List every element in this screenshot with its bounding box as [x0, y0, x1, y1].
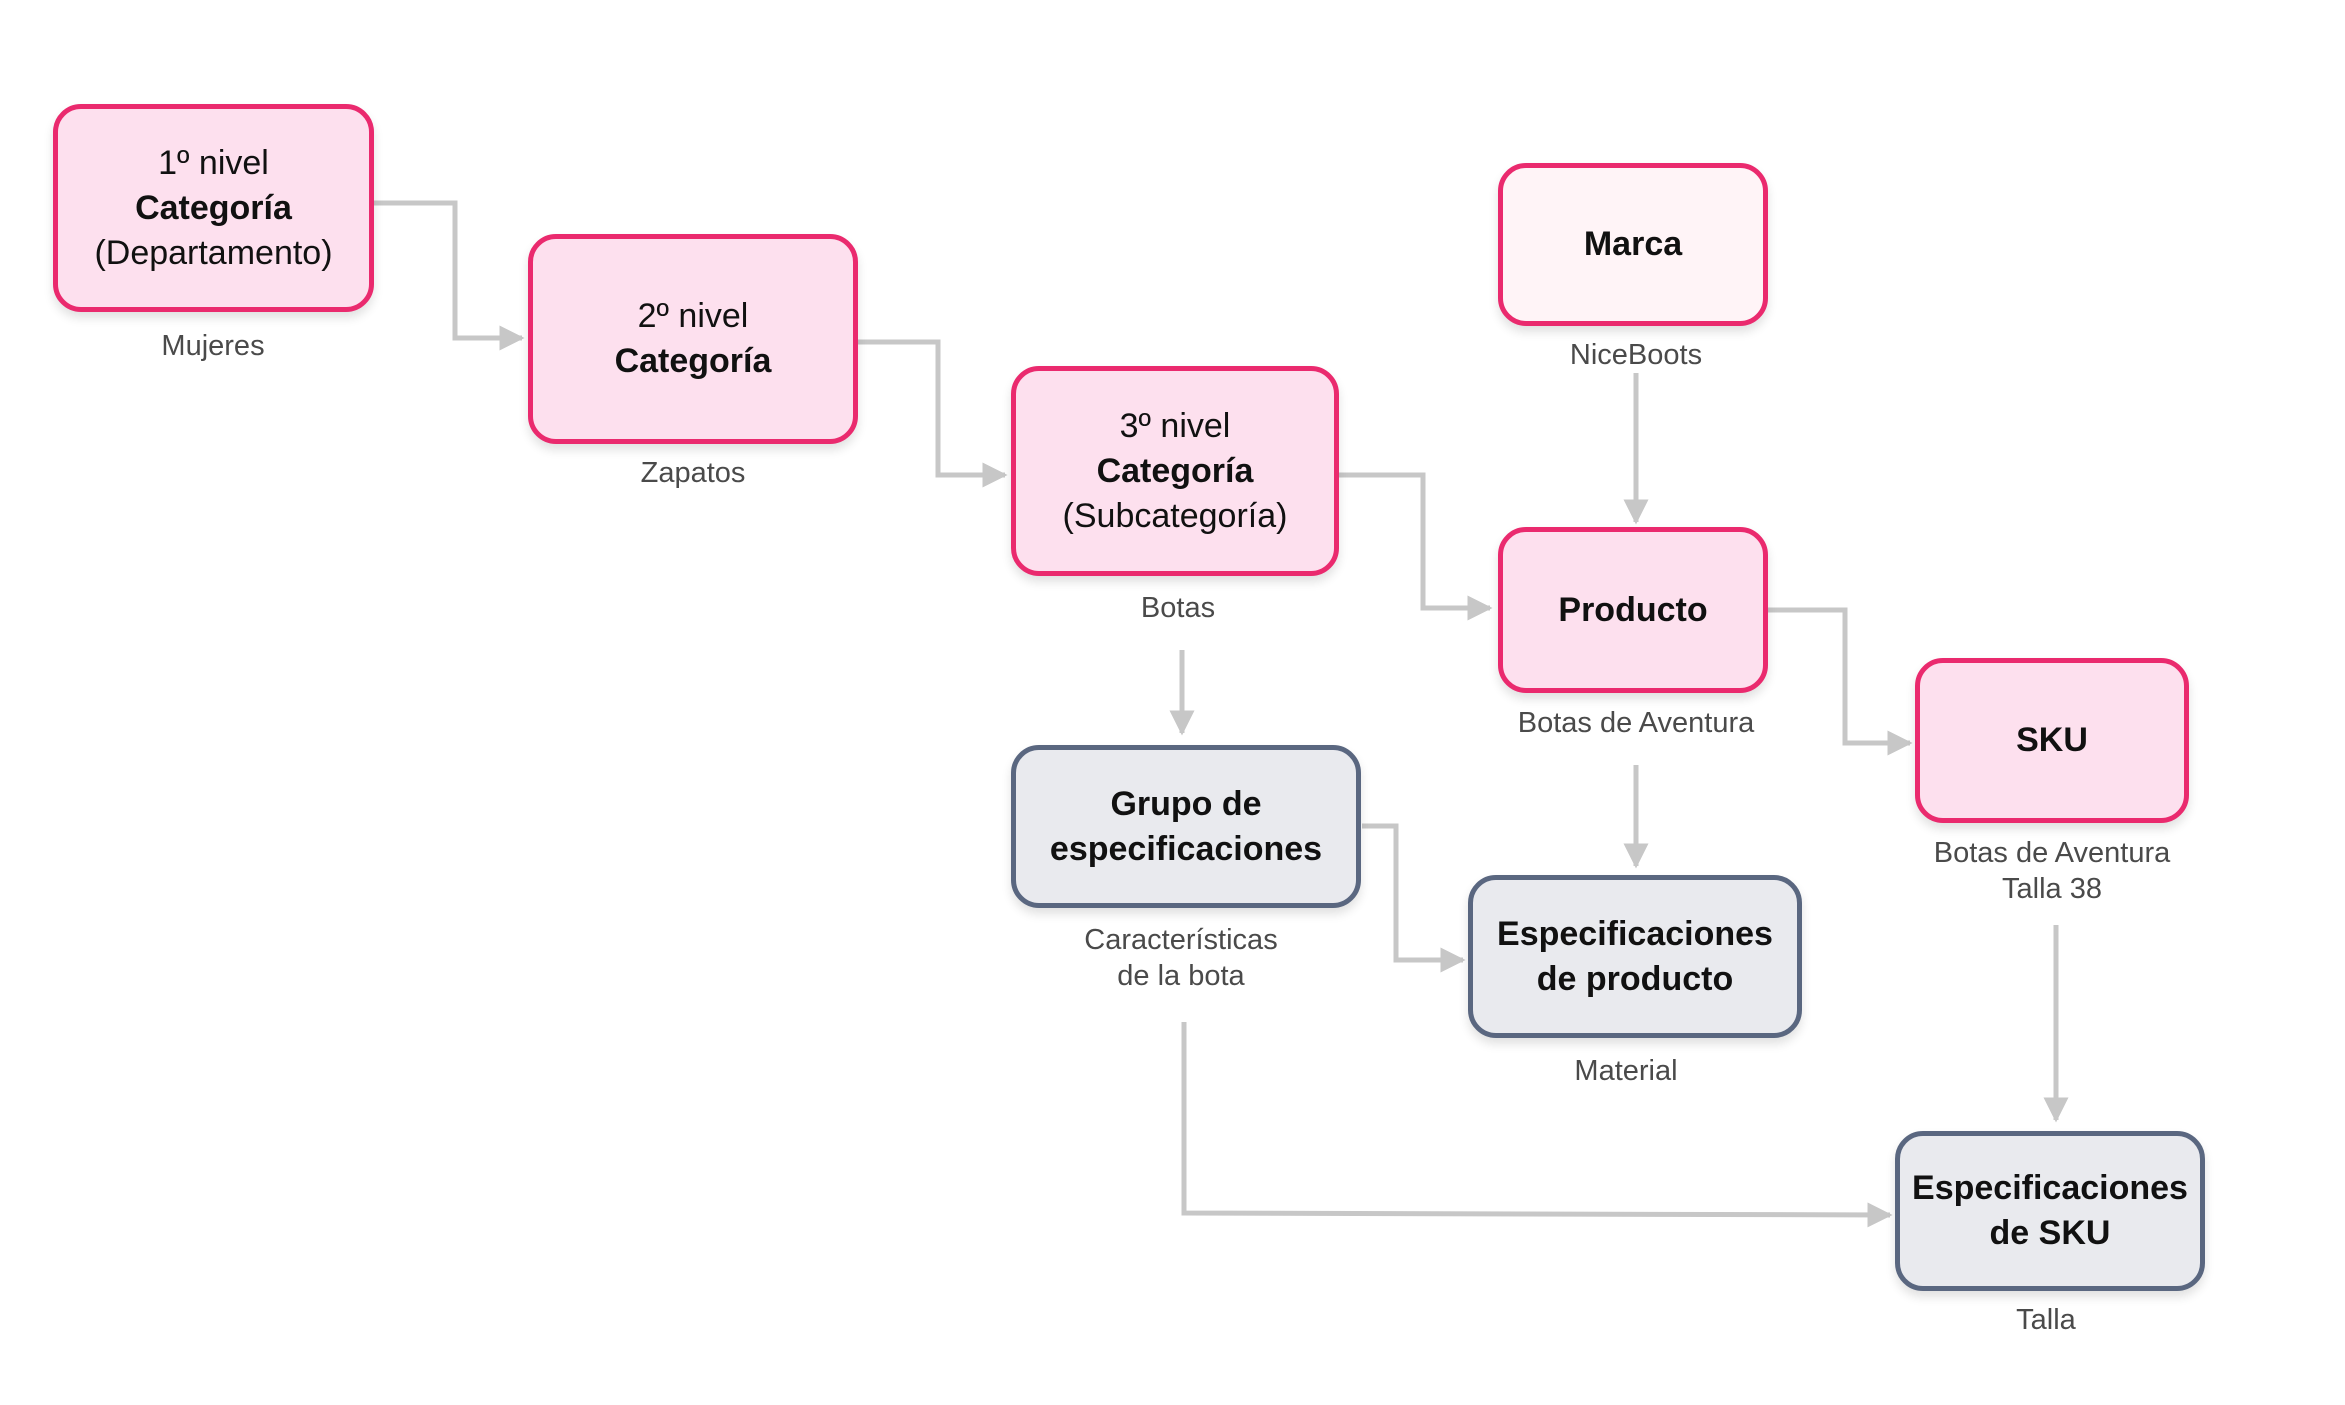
product-specs-caption: Material	[1574, 1053, 1677, 1089]
caption-line: Características	[1084, 924, 1278, 956]
caption-line: Botas de Aventura	[1933, 837, 2171, 869]
brand-caption: NiceBoots	[1570, 337, 1702, 373]
node-line: 2º nivel	[637, 297, 749, 335]
caption-line: Talla	[2016, 1304, 2076, 1336]
caption-line: de la bota	[1117, 960, 1245, 992]
arrow-spec-group-to-product-specs	[1362, 823, 1466, 973]
caption-line: Zapatos	[640, 457, 746, 489]
category-level-2-box: 2º nivel Categoría	[528, 234, 858, 444]
category-level-3-caption: Botas	[1141, 590, 1215, 626]
node-line: Especificaciones	[1912, 1169, 2188, 1207]
spec-group-caption: Características de la bota	[1084, 922, 1277, 994]
brand-box: Marca	[1498, 163, 1768, 326]
sku-caption: Botas de Aventura Talla 38	[1934, 835, 2170, 907]
node-line: (Departamento)	[94, 233, 333, 272]
sku-specs-caption: Talla	[2016, 1302, 2076, 1338]
caption-line: Mujeres	[161, 330, 265, 362]
caption-line: Botas	[1140, 592, 1216, 624]
node-line: 1º nivel	[158, 143, 269, 182]
category-level-1-box: 1º nivel Categoría (Departamento)	[53, 104, 374, 312]
node-line: Grupo de	[1110, 784, 1262, 823]
node-line: especificaciones	[1049, 829, 1323, 868]
node-line: Especificaciones	[1497, 914, 1773, 953]
product-specs-box: Especificaciones de producto	[1468, 875, 1802, 1038]
node-line: Categoría	[614, 342, 772, 380]
category-level-3-box: 3º nivel Categoría (Subcategoría)	[1011, 366, 1339, 576]
node-line: Marca	[1583, 225, 1683, 263]
arrow-product-to-sku	[1768, 607, 1913, 756]
node-line: de SKU	[1989, 1214, 2111, 1252]
sku-specs-box: Especificaciones de SKU	[1895, 1131, 2205, 1291]
node-line: Categoría	[1096, 451, 1254, 490]
arrow-cat2-to-cat3	[858, 339, 1008, 488]
product-caption: Botas de Aventura	[1518, 705, 1754, 741]
arrow-spec-group-to-sku-specs	[1181, 1022, 1893, 1228]
category-level-2-caption: Zapatos	[641, 455, 746, 491]
arrow-cat1-to-cat2	[373, 200, 525, 351]
caption-line: Botas de Aventura	[1517, 707, 1755, 739]
node-line: (Subcategoría)	[1062, 496, 1288, 535]
node-line: SKU	[2016, 721, 2088, 759]
product-box: Producto	[1498, 527, 1768, 693]
caption-line: NiceBoots	[1569, 339, 1703, 371]
category-level-1-caption: Mujeres	[161, 328, 264, 364]
node-line: Categoría	[135, 188, 292, 227]
caption-line: Talla 38	[2002, 873, 2102, 905]
node-line: 3º nivel	[1119, 406, 1231, 445]
arrow-cat3-to-product	[1338, 472, 1493, 621]
node-line: de producto	[1536, 959, 1734, 998]
caption-line: Material	[1574, 1055, 1678, 1087]
node-line: Producto	[1558, 590, 1708, 629]
spec-group-box: Grupo de especificaciones	[1011, 745, 1361, 908]
sku-box: SKU	[1915, 658, 2189, 823]
